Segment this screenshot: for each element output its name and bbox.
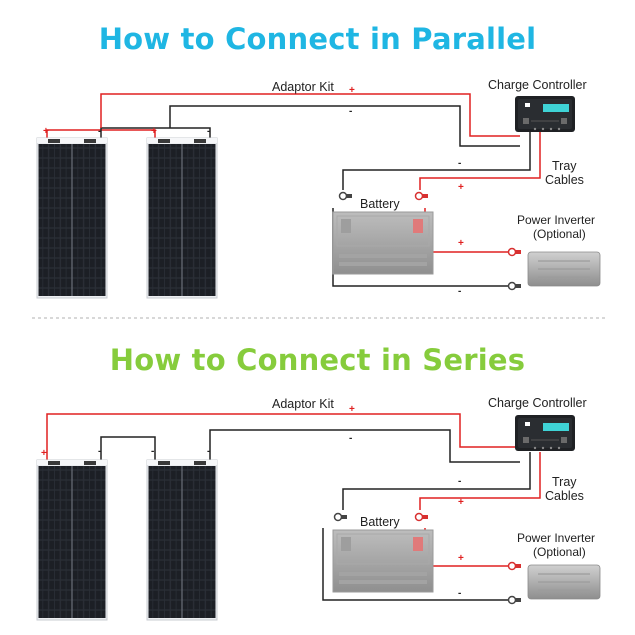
polarity-minus: - <box>349 433 352 444</box>
power-inverter <box>527 251 601 287</box>
polarity-plus: + <box>41 448 47 459</box>
charge-controller <box>514 414 576 452</box>
solar-panel-2 <box>146 459 218 621</box>
battery-positive-terminal-icon <box>414 191 429 201</box>
battery-negative-terminal-icon <box>333 512 348 522</box>
title-parallel: How to Connect in Parallel <box>98 22 537 56</box>
optional-label: (Optional) <box>533 545 586 559</box>
polarity-minus: - <box>458 286 461 297</box>
polarity-plus: + <box>458 553 464 564</box>
solar-panel-2 <box>146 137 218 299</box>
series-wires <box>46 413 541 601</box>
polarity-minus: - <box>98 446 101 457</box>
polarity-plus: + <box>458 238 464 249</box>
charge-controller-label: Charge Controller <box>488 396 587 410</box>
polarity-minus: - <box>151 446 154 457</box>
polarity-minus: - <box>458 588 461 599</box>
polarity-plus: + <box>349 404 355 415</box>
power-inverter-label: Power Inverter <box>517 213 595 227</box>
parallel-wires <box>46 93 541 287</box>
polarity-minus: - <box>98 126 101 137</box>
cables-label: Cables <box>545 489 584 503</box>
polarity-plus: + <box>151 126 157 137</box>
battery-negative-terminal-icon <box>338 191 353 201</box>
battery-label: Battery <box>360 197 400 211</box>
parallel-diagram: Adaptor Kit Charge Controller Tray Cable… <box>36 78 601 299</box>
polarity-minus: - <box>207 446 210 457</box>
polarity-plus: + <box>349 85 355 96</box>
battery-positive-terminal-icon <box>414 512 429 522</box>
tray-label: Tray <box>552 159 577 173</box>
charge-controller <box>514 95 576 133</box>
series-diagram: Adaptor Kit Charge Controller Tray Cable… <box>36 396 601 621</box>
title-series: How to Connect in Series <box>109 343 526 377</box>
charge-controller-label: Charge Controller <box>488 78 587 92</box>
polarity-plus: + <box>458 182 464 193</box>
battery <box>332 529 434 593</box>
tray-label: Tray <box>552 475 577 489</box>
polarity-minus: - <box>458 476 461 487</box>
inverter-positive-terminal-icon <box>507 561 522 571</box>
optional-label: (Optional) <box>533 227 586 241</box>
polarity-plus: + <box>43 126 49 137</box>
power-inverter <box>527 564 601 600</box>
solar-panel-1 <box>36 459 108 621</box>
cables-label: Cables <box>545 173 584 187</box>
adaptor-kit-label: Adaptor Kit <box>272 397 334 411</box>
inverter-negative-terminal-icon <box>507 595 522 605</box>
polarity-minus: - <box>207 126 210 137</box>
inverter-negative-terminal-icon <box>507 281 522 291</box>
adaptor-kit-label: Adaptor Kit <box>272 80 334 94</box>
battery <box>332 211 434 275</box>
power-inverter-label: Power Inverter <box>517 531 595 545</box>
polarity-minus: - <box>458 158 461 169</box>
polarity-minus: - <box>349 106 352 117</box>
solar-panel-1 <box>36 137 108 299</box>
inverter-positive-terminal-icon <box>507 247 522 257</box>
polarity-plus: + <box>458 497 464 508</box>
battery-label: Battery <box>360 515 400 529</box>
